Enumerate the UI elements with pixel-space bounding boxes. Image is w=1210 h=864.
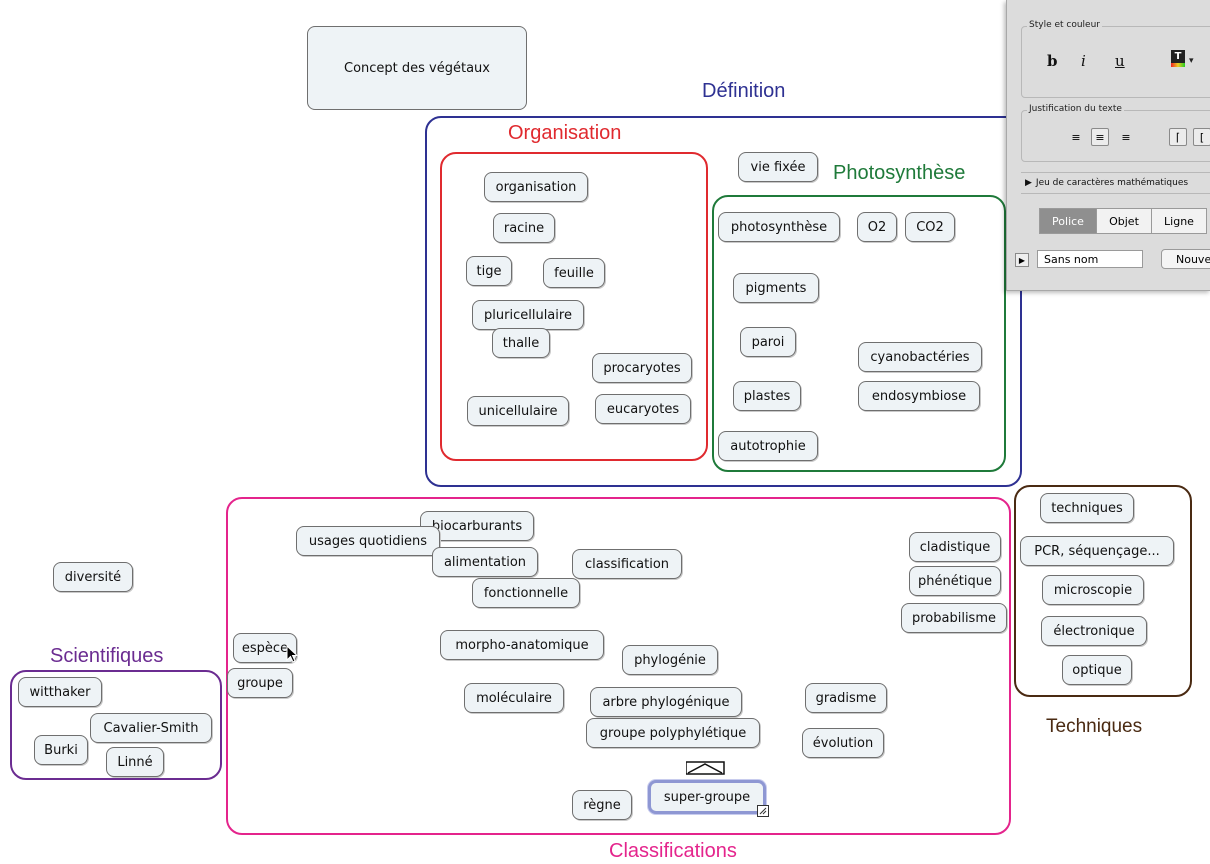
node-thalle[interactable]: thalle: [492, 328, 550, 358]
concept-title-box[interactable]: Concept des végétaux: [307, 26, 527, 110]
node-moleculaire[interactable]: moléculaire: [464, 683, 564, 713]
node-tige[interactable]: tige: [466, 256, 512, 286]
group-organisation: [440, 152, 708, 461]
node-photosynthese[interactable]: photosynthèse: [718, 212, 840, 242]
tab-objet[interactable]: Objet: [1096, 208, 1152, 234]
node-cyanobacteries[interactable]: cyanobactéries: [858, 342, 982, 372]
node-phylogenie[interactable]: phylogénie: [622, 645, 718, 675]
group-label-classifications: Classifications: [609, 840, 737, 862]
group-definition: [425, 116, 1022, 487]
align-right-icon[interactable]: ≡: [1121, 130, 1131, 144]
style-color-legend: Style et couleur: [1027, 20, 1102, 30]
group-label-scientifiques: Scientifiques: [50, 645, 164, 667]
node-groupe[interactable]: groupe: [227, 668, 293, 698]
node-eucaryotes[interactable]: eucaryotes: [595, 394, 691, 424]
node-pcr[interactable]: PCR, séquençage...: [1020, 536, 1174, 566]
node-racine[interactable]: racine: [493, 213, 555, 243]
node-classification[interactable]: classification: [572, 549, 682, 579]
node-electronique[interactable]: électronique: [1041, 616, 1147, 646]
node-espece[interactable]: espèce: [233, 633, 297, 663]
node-endosymbiose[interactable]: endosymbiose: [858, 381, 980, 411]
node-techniques[interactable]: techniques: [1040, 493, 1134, 523]
bold-button[interactable]: b: [1047, 52, 1058, 70]
group-label-definition: Définition: [702, 80, 786, 102]
node-feuille[interactable]: feuille: [543, 258, 605, 288]
node-diversite[interactable]: diversité: [53, 562, 133, 592]
style-palette: Style et couleur b i u T ▾ Justification…: [1006, 0, 1210, 291]
node-burki[interactable]: Burki: [34, 735, 88, 765]
math-chars-label: Jeu de caractères mathématiques: [1035, 178, 1189, 188]
node-cavalier-smith[interactable]: Cavalier-Smith: [90, 713, 212, 743]
group-scientifiques: [10, 670, 222, 780]
italic-button[interactable]: i: [1081, 52, 1086, 70]
node-groupe-polyphyletique[interactable]: groupe polyphylétique: [586, 718, 760, 748]
group-photosynthese: [712, 195, 1006, 472]
node-o2[interactable]: O2: [857, 212, 897, 242]
node-co2[interactable]: CO2: [905, 212, 955, 242]
math-chars-row[interactable]: ▶ Jeu de caractères mathématiques: [1021, 172, 1210, 194]
node-procaryotes[interactable]: procaryotes: [592, 353, 692, 383]
link-handle-icon[interactable]: [686, 761, 726, 775]
node-optique[interactable]: optique: [1062, 655, 1132, 685]
group-label-techniques: Techniques: [1046, 716, 1143, 737]
group-label-photosynthese: Photosynthèse: [833, 162, 966, 184]
style-name-field[interactable]: Sans nom: [1037, 250, 1143, 268]
text-color-dropdown-icon[interactable]: ▾: [1189, 56, 1194, 66]
node-phenetique[interactable]: phénétique: [909, 566, 1001, 596]
node-autotrophie[interactable]: autotrophie: [718, 431, 818, 461]
group-techniques: [1014, 485, 1192, 697]
align-center-icon[interactable]: ≡: [1091, 128, 1109, 146]
node-super-groupe[interactable]: super-groupe: [648, 780, 766, 814]
node-probabilisme[interactable]: probabilisme: [901, 603, 1007, 633]
group-label-organisation: Organisation: [508, 122, 622, 144]
justification-legend: Justification du texte: [1027, 104, 1124, 114]
node-witthaker[interactable]: witthaker: [18, 677, 102, 707]
node-unicellulaire[interactable]: unicellulaire: [467, 396, 569, 426]
style-color-section: [1021, 26, 1210, 98]
resize-handle-icon[interactable]: [757, 805, 769, 817]
node-regne[interactable]: règne: [572, 790, 632, 820]
node-usages-quotidiens[interactable]: usages quotidiens: [296, 526, 440, 556]
node-organisation[interactable]: organisation: [484, 172, 588, 202]
node-arbre-phylogenique[interactable]: arbre phylogénique: [590, 687, 742, 717]
node-morpho-anatomique[interactable]: morpho-anatomique: [440, 630, 604, 660]
tab-ligne[interactable]: Ligne: [1151, 208, 1207, 234]
node-evolution[interactable]: évolution: [802, 728, 884, 758]
disclosure-triangle-icon[interactable]: ▶: [1025, 178, 1032, 188]
node-cladistique[interactable]: cladistique: [909, 532, 1001, 562]
underline-button[interactable]: u: [1115, 52, 1125, 70]
node-biocarburants[interactable]: biocarburants: [420, 511, 534, 541]
cursor-arrow-icon: [286, 645, 299, 663]
node-paroi[interactable]: paroi: [740, 327, 796, 357]
node-pigments[interactable]: pigments: [733, 273, 819, 303]
disclosure-triangle-icon[interactable]: ▶: [1015, 253, 1029, 267]
node-plastes[interactable]: plastes: [733, 381, 801, 411]
vertical-align-top-icon[interactable]: ⌈: [1169, 128, 1187, 146]
node-linne[interactable]: Linné: [106, 747, 164, 777]
vertical-align-middle-icon[interactable]: [: [1193, 128, 1210, 146]
concept-title: Concept des végétaux: [344, 60, 490, 76]
node-alimentation[interactable]: alimentation: [432, 547, 538, 577]
node-fonctionnelle[interactable]: fonctionnelle: [472, 578, 580, 608]
group-classifications: [226, 497, 1011, 835]
node-vie-fixee[interactable]: vie fixée: [738, 152, 818, 182]
tab-police[interactable]: Police: [1039, 208, 1097, 234]
node-gradisme[interactable]: gradisme: [805, 683, 887, 713]
align-left-icon[interactable]: ≡: [1071, 130, 1081, 144]
node-microscopie[interactable]: microscopie: [1042, 575, 1144, 605]
node-pluricellulaire[interactable]: pluricellulaire: [472, 300, 584, 330]
new-style-button[interactable]: Nouve: [1161, 249, 1210, 269]
text-color-icon[interactable]: T: [1171, 50, 1187, 70]
